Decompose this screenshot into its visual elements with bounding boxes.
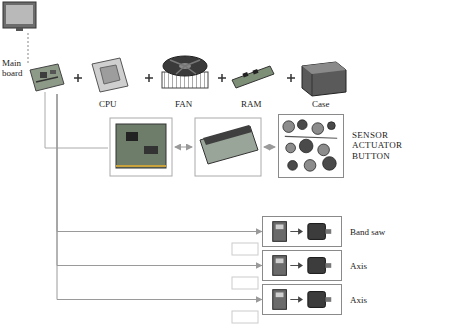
drive-box: Axis [262,250,342,281]
dashed-link [28,33,29,64]
part-label: FAN [175,99,192,109]
part-label: Case [312,99,330,109]
device-label: Axis [350,294,367,304]
channel-box [232,243,258,323]
board-label: Main board [2,58,28,79]
link-arrow [264,147,275,148]
connector-arrow [57,94,262,300]
bus-line [45,92,108,148]
device-label: SENSOR ACTUATOR BUTTON [352,130,410,161]
device-label: Band saw [350,226,385,236]
ram-icon [232,66,274,88]
terminal-block-icon [195,118,261,176]
cpu-icon [92,58,128,92]
link-arrow [175,147,192,148]
case-icon [302,62,346,96]
fan-icon [162,56,208,88]
drive-motor-icon [263,251,341,280]
connector-arrow [57,94,262,232]
device-label: Axis [350,260,367,270]
monitor-icon [3,2,36,31]
part-label: CPU [99,99,117,109]
main-board-group: Main board [2,58,64,94]
drive-box: Band saw [262,216,342,247]
drive-box: Axis [262,284,342,315]
sensor-box: SENSOR ACTUATOR BUTTON [278,114,344,178]
motherboard-icon [30,64,64,91]
drive-motor-icon [263,217,341,246]
part-label: RAM [241,99,262,109]
connector-arrow [57,94,262,266]
drive-motor-icon [263,285,341,314]
io-card-icon [110,118,172,176]
sensor-parts-icon [279,115,343,177]
